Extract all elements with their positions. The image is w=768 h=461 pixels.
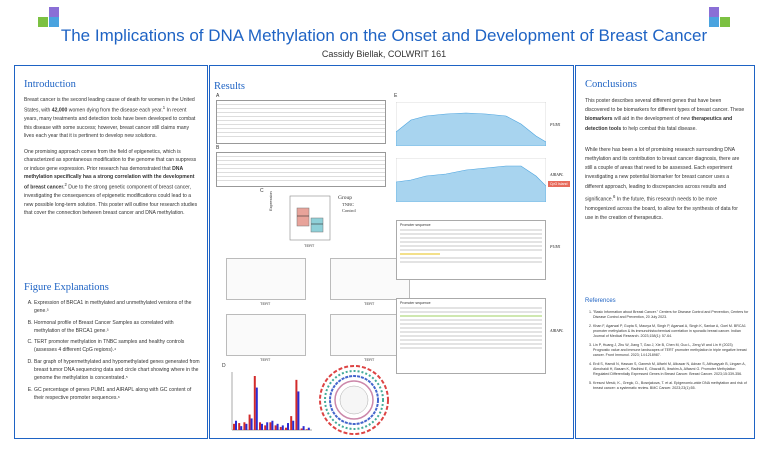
panel-label-c: C <box>260 188 264 194</box>
bar-series-0-12 <box>295 379 298 430</box>
boxplot-legend-control: Control <box>342 208 356 213</box>
bar-series-0-13 <box>300 428 303 430</box>
bar-series-0-9 <box>279 426 282 430</box>
table-b <box>216 152 386 187</box>
cpg-island-badge: CpG Island <box>548 181 570 187</box>
panel-label-a: A <box>216 93 220 99</box>
reference-1: "Basic Information about Breast Cancer."… <box>593 310 749 320</box>
reference-3: Lin P, Huang J, Zhu W, Jiang T, Gao J, X… <box>593 343 749 358</box>
scatter-xlabel-3: TERT <box>260 357 271 362</box>
bar-series-0-2 <box>243 422 246 430</box>
boxplot-ylabel: Expression <box>268 191 273 211</box>
reference-2: Khan F, Agarwal P, Gupta S, Maurya M, Si… <box>593 324 749 339</box>
bar-series-1-2 <box>245 423 248 430</box>
scatter-xlabel-4: TERT <box>364 357 375 362</box>
bar-series-1-10 <box>287 423 289 430</box>
corner-square-green-left <box>38 17 48 27</box>
panel-label-e: E <box>394 93 398 99</box>
corner-square-blue-left <box>49 17 59 27</box>
reference-4: Erdi S, Hamdi N, Hassan S, Ganesh M, Alf… <box>593 362 749 377</box>
corner-square-blue-right <box>709 17 719 27</box>
bar-series-0-1 <box>238 423 241 430</box>
table-a <box>216 100 386 144</box>
gene-tag-pum1-top: PUM1 <box>550 122 561 127</box>
poster-author: Cassidy Biellak, COLWRIT 161 <box>321 49 447 59</box>
bar-series-0-11 <box>290 416 293 430</box>
corner-square-purple-right <box>709 7 719 17</box>
figure-explanation-e: GC percentage of genes PUM1 and AIRAPL a… <box>34 386 200 403</box>
figure-explanation-b: Hormonal profile of Breast Cancer Sample… <box>34 319 200 336</box>
introduction-body: Breast cancer is the second leading caus… <box>24 96 200 225</box>
left-panel: Introduction Breast cancer is the second… <box>14 65 208 439</box>
bar-series-0-0 <box>233 423 235 430</box>
introduction-heading: Introduction <box>24 79 76 90</box>
bar-series-0-10 <box>285 427 287 430</box>
bar-series-1-0 <box>235 420 237 430</box>
bar-series-1-5 <box>261 423 263 430</box>
figure-explanation-c: TERT promoter methylation in TNBC sample… <box>34 338 200 355</box>
scatter-xlabel-1: TERT <box>260 301 271 306</box>
figure-explanations-list: Expression of BRCA1 in methylated and un… <box>24 299 200 405</box>
panel-label-d: D <box>222 363 226 369</box>
gene-tag-pum1-bottom: PUM1 <box>550 244 561 249</box>
results-heading: Results <box>214 81 245 92</box>
promoter-sequence-title-2: Promoter sequence <box>400 301 431 305</box>
figure-explanation-d: Bar graph of hypermethylated and hypomet… <box>34 358 200 383</box>
bar-series-1-9 <box>281 425 284 430</box>
scatter-xlabel-2: TERT <box>364 301 375 306</box>
promoter-sequence-title-1: Promoter sequence <box>400 223 431 227</box>
conclusions-paragraph-1: This poster describes several different … <box>585 98 745 132</box>
poster-title: The Implications of DNA Methylation on t… <box>60 26 708 45</box>
bar-series-0-3 <box>248 414 251 430</box>
figure-explanation-a: Expression of BRCA1 in methylated and un… <box>34 299 200 316</box>
gc-area-chart-airapl <box>396 158 546 202</box>
bar-series-1-4 <box>255 387 258 430</box>
conclusions-paragraph-2: While there has been a lot of promising … <box>585 146 740 221</box>
references-heading: References <box>585 298 616 304</box>
corner-square-purple-left <box>49 7 59 17</box>
bar-series-1-12 <box>297 391 300 430</box>
bar-series-1-7 <box>271 420 274 430</box>
gene-tag-airapl-bottom: AIRAPL <box>550 328 564 333</box>
gene-tag-airapl-top: AIRAPL <box>550 172 564 177</box>
boxplot-legend-tnbc: TNBC <box>342 202 355 207</box>
bar-chart-d <box>231 372 312 431</box>
bar-series-0-7 <box>269 422 272 430</box>
figure-explanations-heading: Figure Explanations <box>24 282 109 293</box>
boxplot-legend-title: Group <box>338 195 353 201</box>
bar-series-1-14 <box>307 427 310 430</box>
bar-series-1-13 <box>302 426 305 430</box>
bar-series-0-14 <box>305 429 308 430</box>
scatter-plot-3 <box>226 314 306 356</box>
scatter-plot-1 <box>226 258 306 300</box>
conclusions-body: This poster describes several different … <box>585 97 747 231</box>
promoter-sequence-pum1: Promoter sequence <box>396 220 546 280</box>
bar-series-1-1 <box>240 426 243 430</box>
bar-series-0-6 <box>264 425 267 430</box>
reference-5: Kresovi Mesić, K., Gregic, D., Bosnjakov… <box>593 381 749 391</box>
bar-series-1-8 <box>276 423 279 430</box>
circle-chart-d <box>319 365 389 435</box>
promoter-sequence-airapl: Promoter sequence <box>396 298 546 374</box>
introduction-paragraph-1: Breast cancer is the second leading caus… <box>24 97 196 139</box>
right-panel: Conclusions This poster describes severa… <box>575 65 755 439</box>
bar-series-0-4 <box>253 376 256 430</box>
boxplot-c <box>289 195 331 241</box>
results-panel: Results A B C Expression TERT Group TNBC… <box>209 65 574 439</box>
bar-series-1-11 <box>292 420 295 430</box>
bar-series-0-8 <box>274 425 277 430</box>
boxplot-xlabel: TERT <box>304 243 315 248</box>
references-list: "Basic Information about Breast Cancer."… <box>585 310 749 395</box>
panel-label-b: B <box>216 145 220 151</box>
corner-square-green-right <box>720 17 730 27</box>
conclusions-heading: Conclusions <box>585 79 637 90</box>
gc-area-chart-pum1 <box>396 102 546 146</box>
introduction-paragraph-2: One promising approach comes from the fi… <box>24 149 198 216</box>
bar-series-1-6 <box>266 422 269 430</box>
bar-series-0-5 <box>259 422 261 430</box>
bar-series-1-3 <box>250 418 253 430</box>
